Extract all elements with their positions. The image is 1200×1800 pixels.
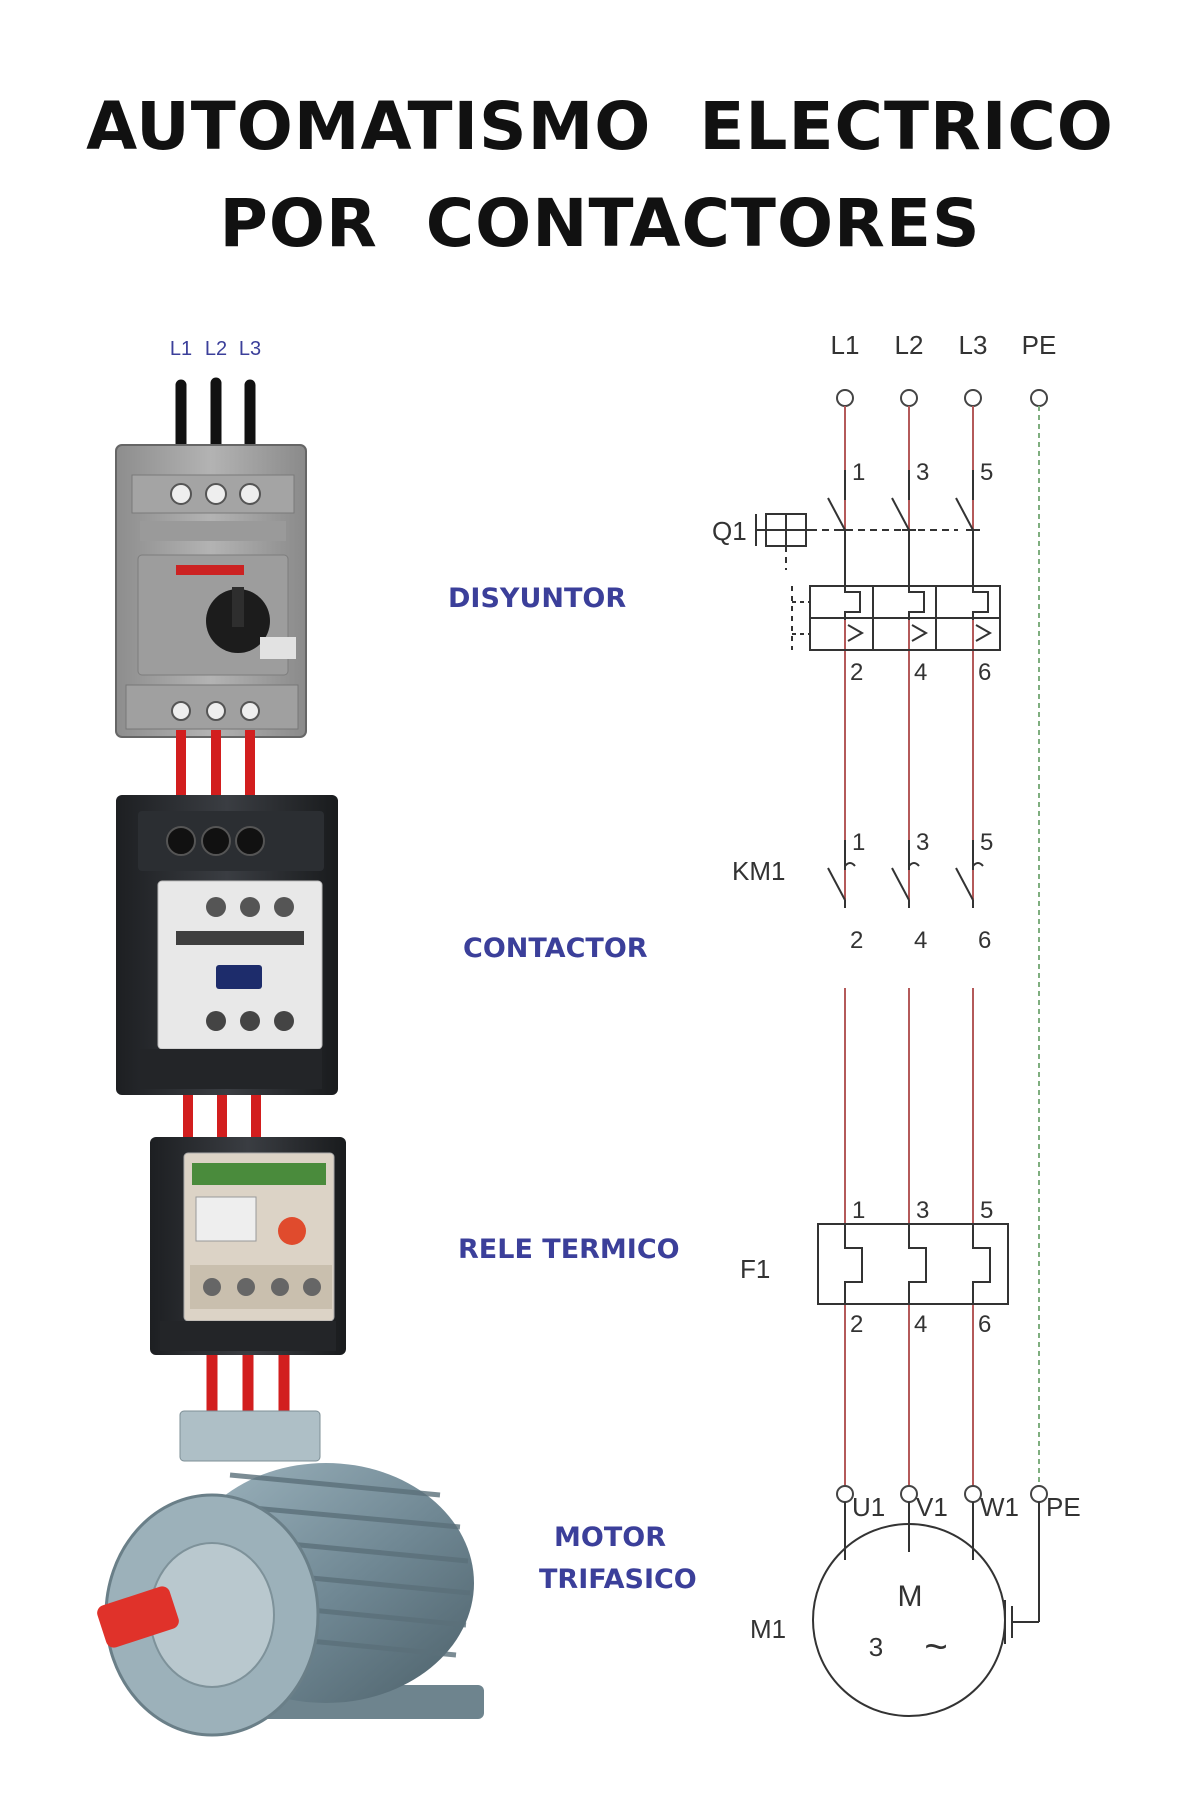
q1-terminal-6: 6: [978, 659, 991, 686]
q1-breaker-symbol: [755, 470, 1001, 651]
motor-terminal-pe: PE: [1046, 1492, 1081, 1522]
q1-terminal-5: 5: [980, 459, 993, 486]
ref-m1: M1: [750, 1614, 786, 1644]
f1-terminal-1: 1: [852, 1197, 865, 1224]
supply-label-l3: L3: [959, 330, 988, 360]
thermal-relay-photo: [150, 1137, 346, 1355]
km1-terminal-1: 1: [852, 829, 865, 856]
label-contactor: CONTACTOR: [463, 933, 648, 964]
km1-terminal-6: 6: [978, 927, 991, 954]
f1-terminal-2: 2: [850, 1311, 863, 1338]
km1-contactor-symbol: [827, 840, 984, 908]
km1-terminal-4: 4: [914, 927, 927, 954]
f1-terminal-5: 5: [980, 1197, 993, 1224]
page-title-line-1: AUTOMATISMO ELECTRICO: [86, 88, 1114, 165]
f1-terminal-4: 4: [914, 1311, 927, 1338]
q1-terminal-4: 4: [914, 659, 927, 686]
supply-label-l2: L2: [895, 330, 924, 360]
f1-terminal-3: 3: [916, 1197, 929, 1224]
supply-terminals: [836, 389, 1048, 407]
motor-letter-m: M: [898, 1580, 923, 1613]
breaker-photo: [115, 444, 307, 738]
ref-f1: F1: [740, 1254, 770, 1284]
motor-terminals: [836, 1485, 1048, 1503]
km1-terminal-2: 2: [850, 927, 863, 954]
photo-label-l2: L2: [205, 338, 227, 360]
motor-photo: [97, 1410, 484, 1737]
motor-phase-count: 3: [869, 1632, 883, 1662]
page-title-line-2: POR CONTACTORES: [219, 185, 981, 262]
supply-label-pe: PE: [1022, 330, 1057, 360]
photo-label-l3: L3: [239, 338, 261, 360]
label-motor: MOTOR: [554, 1522, 666, 1553]
components-illustration: L1 L2 L3: [97, 338, 484, 1737]
photo-label-l1: L1: [170, 338, 192, 360]
ref-q1: Q1: [712, 516, 747, 546]
m1-motor-symbol: [812, 1502, 1040, 1717]
f1-terminal-6: 6: [978, 1311, 991, 1338]
motor-ac-symbol: ~: [924, 1625, 947, 1669]
motor-terminal-v1: V1: [916, 1492, 948, 1522]
f1-thermal-relay-symbol: [817, 1223, 1009, 1305]
motor-terminal-u1: U1: [852, 1492, 885, 1522]
label-rele-termico: RELE TERMICO: [458, 1234, 680, 1265]
motor-terminal-w1: W1: [980, 1492, 1019, 1522]
label-trifasico: TRIFASICO: [539, 1564, 697, 1595]
power-circuit-schematic: L1 L2 L3 PE Q1 1 3 5: [712, 330, 1081, 1717]
km1-terminal-5: 5: [980, 829, 993, 856]
q1-terminal-3: 3: [916, 459, 929, 486]
label-disyuntor: DISYUNTOR: [448, 583, 627, 614]
supply-label-l1: L1: [831, 330, 860, 360]
q1-terminal-1: 1: [852, 459, 865, 486]
contactor-photo: [116, 795, 338, 1095]
ref-km1: KM1: [732, 856, 785, 886]
km1-terminal-3: 3: [916, 829, 929, 856]
q1-terminal-2: 2: [850, 659, 863, 686]
